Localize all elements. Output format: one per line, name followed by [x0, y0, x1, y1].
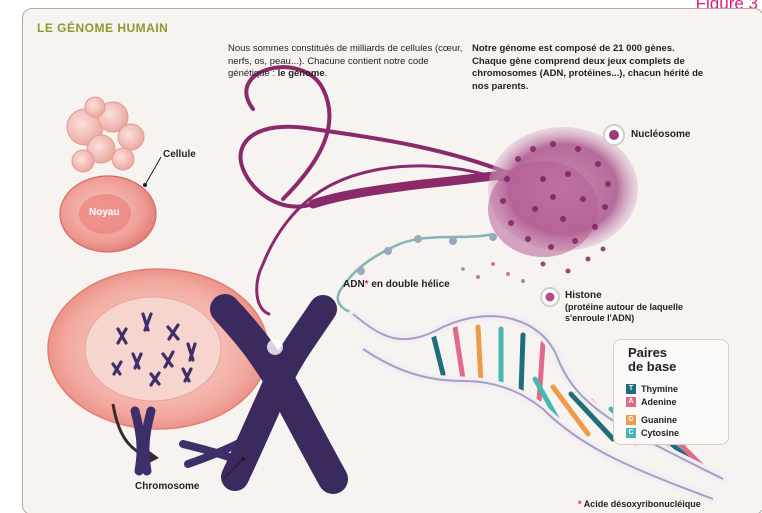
- guanine-label: Guanine: [641, 415, 677, 425]
- intro-text-end: .: [325, 68, 328, 79]
- cytosine-label: Cytosine: [641, 428, 679, 438]
- legend-title-line2: de base: [628, 360, 676, 374]
- legend-item-cytosine: C Cytosine: [626, 428, 679, 438]
- intro-text: Nous sommes constitués de milliards de c…: [228, 43, 468, 81]
- big-cell: [48, 269, 268, 429]
- small-cells: [67, 97, 144, 172]
- legend-item-guanine: G Guanine: [626, 415, 677, 425]
- chromosome-label: Chromosome: [135, 481, 199, 492]
- chromatin-fiber: [241, 67, 523, 314]
- cytosine-swatch: C: [626, 428, 636, 438]
- cellule-leader: [145, 157, 161, 185]
- nucleosome-label: Nucléosome: [631, 129, 690, 140]
- legend-title: Paires de base: [628, 346, 676, 374]
- legend-item-adenine: A Adenine: [626, 397, 677, 407]
- adn-rest: en double hélice: [369, 279, 450, 290]
- diagram-panel: Le génome humain Nous sommes constitués …: [22, 8, 762, 513]
- footnote: * Acide désoxyribonucléique: [578, 499, 701, 509]
- thymine-swatch: T: [626, 384, 636, 394]
- cellule-label: Cellule: [163, 149, 196, 160]
- legend-item-thymine: T Thymine: [626, 384, 678, 394]
- noyau-label: Noyau: [89, 207, 120, 218]
- adenine-label: Adenine: [641, 397, 677, 407]
- adn-text: ADN: [343, 279, 365, 290]
- thymine-label: Thymine: [641, 384, 678, 394]
- histone-label: Histone: [565, 290, 602, 301]
- guanine-swatch: G: [626, 415, 636, 425]
- adn-label: ADN* en double hélice: [343, 279, 450, 290]
- page-title: Le génome humain: [37, 21, 168, 35]
- chromatin-coil: [461, 127, 638, 283]
- footnote-text: Acide désoxyribonucléique: [584, 499, 701, 509]
- histone-desc: (protéine autour de laquelle s'enroule l…: [565, 302, 725, 324]
- legend-title-line1: Paires: [628, 346, 676, 360]
- base-pairs-legend: Paires de base T Thymine A Adenine G Gua…: [613, 339, 729, 445]
- intro-text-part: Nous sommes constitués de milliards de c…: [228, 43, 462, 79]
- footnote-star: *: [578, 499, 582, 509]
- adenine-swatch: A: [626, 397, 636, 407]
- genome-text: Notre génome est composé de 21 000 gènes…: [472, 43, 712, 93]
- intro-text-bold: le génome: [278, 68, 325, 79]
